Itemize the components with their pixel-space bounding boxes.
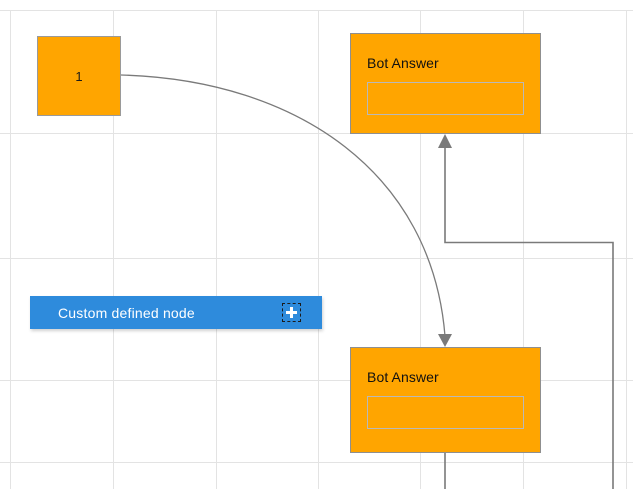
plus-icon[interactable] [282,303,301,322]
node-title: Bot Answer [367,369,439,385]
node-1[interactable]: 1 [37,36,121,116]
node-bot-answer-bottom[interactable]: Bot Answer [350,347,541,453]
node-answer-field[interactable] [367,82,524,116]
node-1-label: 1 [75,68,83,84]
custom-defined-node-bar[interactable]: Custom defined node [30,296,322,329]
custom-defined-node-label: Custom defined node [58,304,195,321]
node-answer-field[interactable] [367,396,524,430]
node-title: Bot Answer [367,55,439,71]
node-bot-answer-top[interactable]: Bot Answer [350,33,541,134]
